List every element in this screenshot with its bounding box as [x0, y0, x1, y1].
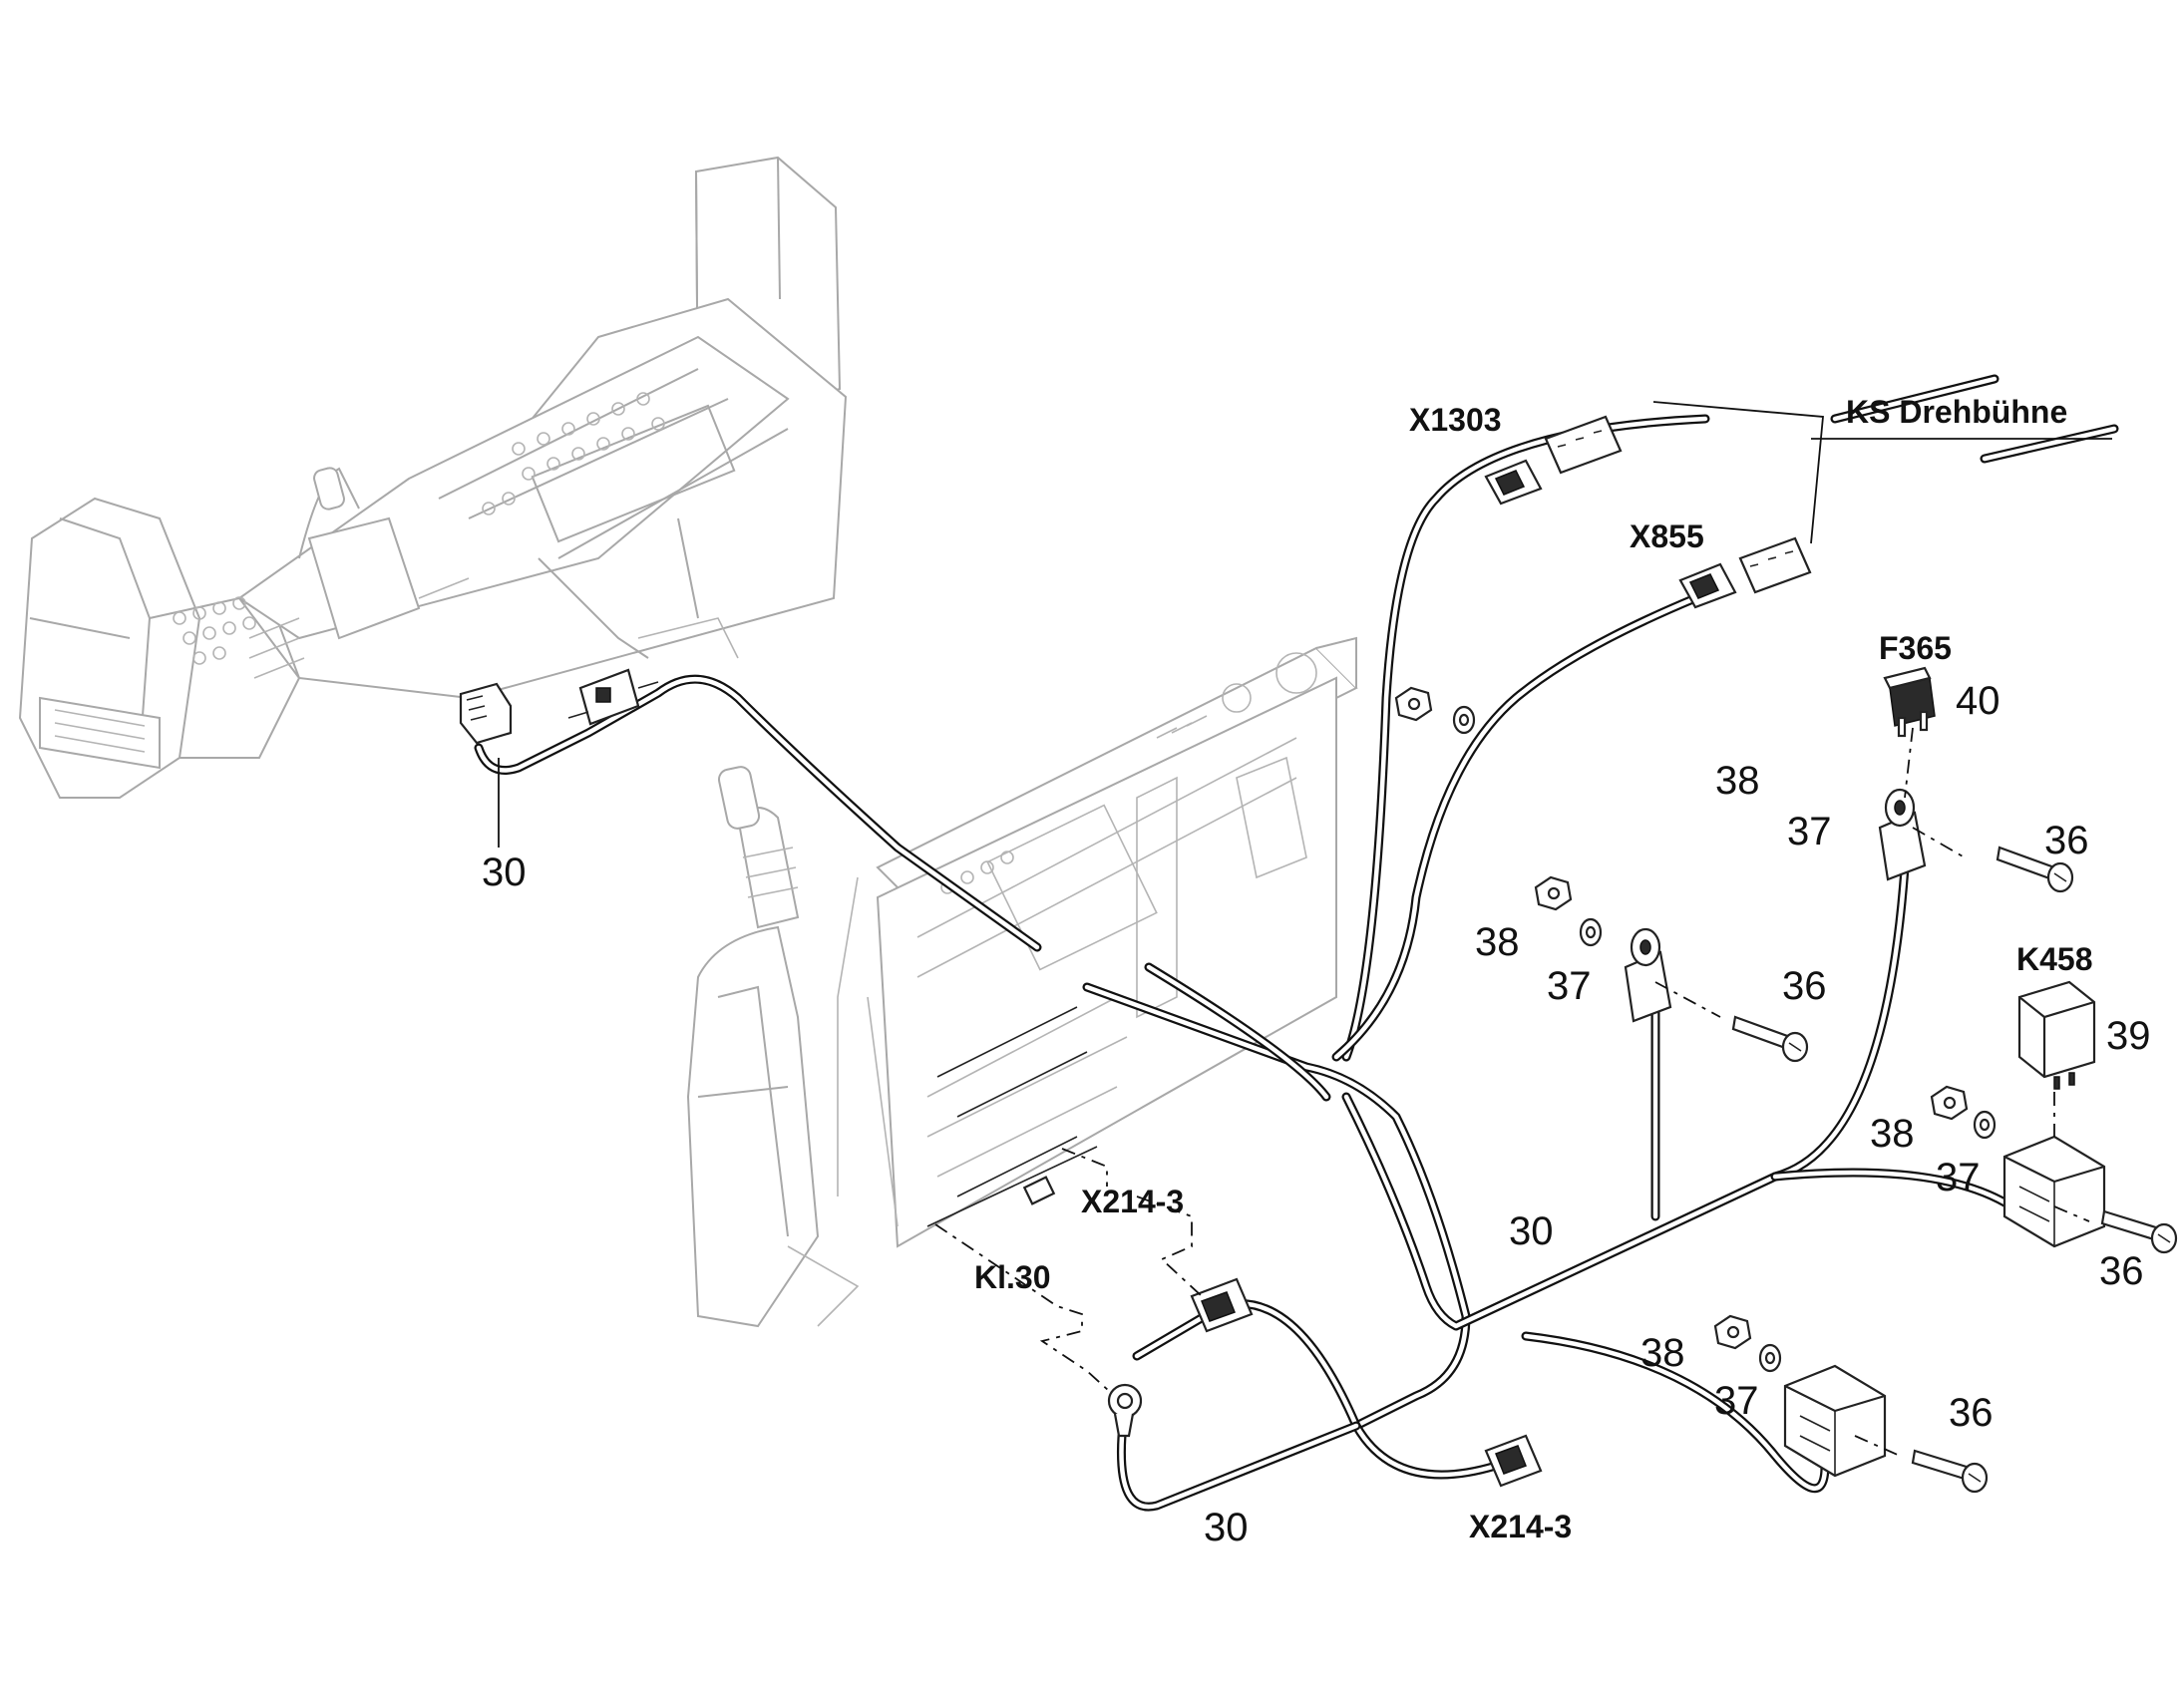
washer-4	[1758, 1343, 1782, 1373]
connector-x214-3-top	[1190, 1277, 1254, 1333]
ks-drehbuehne-plugs	[1544, 415, 1812, 594]
connector-x855	[1678, 562, 1737, 609]
label-item-36-3: 36	[2099, 1249, 2144, 1293]
label-item-36-2: 36	[1782, 964, 1827, 1008]
washer-3	[1973, 1110, 1997, 1140]
label-item-30-console: 30	[482, 851, 527, 894]
washer-1	[1452, 705, 1476, 735]
label-item-39: 39	[2106, 1014, 2151, 1058]
wiring-harness	[474, 374, 2119, 1512]
washer-2	[1579, 917, 1603, 947]
label-item-40: 40	[1956, 679, 2000, 723]
nut-3	[1930, 1085, 1969, 1121]
screw-1	[1996, 846, 2074, 893]
screw-4	[1911, 1449, 1989, 1494]
label-item-38-1: 38	[1715, 759, 1760, 803]
connector-x214-3-bottom	[1484, 1434, 1543, 1488]
connector-console-socket	[459, 668, 659, 745]
label-item-37-4: 37	[1714, 1379, 1759, 1423]
label-x214-3-bottom: X214-3	[1469, 1509, 1572, 1544]
ring-terminal-kl30	[1107, 1383, 1143, 1438]
label-kl30: Kl.30	[974, 1259, 1050, 1295]
label-item-37-1: 37	[1787, 810, 1832, 854]
label-ks-drehbuehne: KS Drehbühne	[1846, 394, 2067, 430]
label-x1303: X1303	[1409, 402, 1502, 438]
label-item-37-2: 37	[1547, 964, 1592, 1008]
control-panel-assembly	[686, 636, 1358, 1328]
label-item-36-4: 36	[1949, 1391, 1994, 1435]
screw-2	[1731, 1015, 1809, 1063]
label-x855: X855	[1630, 518, 1704, 554]
relay-k458	[2017, 980, 2096, 1090]
labels: X1303 KS Drehbühne X855 F365 K458 X214-3…	[482, 394, 2151, 1549]
label-f365: F365	[1879, 630, 1952, 666]
leader-lines	[498, 401, 2112, 1457]
label-item-38-2: 38	[1475, 920, 1520, 964]
label-item-38-4: 38	[1640, 1331, 1685, 1375]
fuse-holder	[1878, 788, 1927, 881]
relay-holder-right	[2002, 1135, 2106, 1248]
label-item-36-1: 36	[2044, 819, 2089, 862]
label-item-30-bottom: 30	[1204, 1506, 1249, 1549]
connector-x1303	[1484, 459, 1543, 506]
cable-clamp-mid	[1624, 927, 1672, 1023]
relay-holder-bottom	[1783, 1364, 1887, 1478]
label-item-30-mid: 30	[1509, 1209, 1554, 1253]
label-k458: K458	[2016, 941, 2093, 977]
operator-console-ghost	[18, 156, 848, 799]
nut-4	[1713, 1314, 1752, 1350]
nut-1	[1394, 686, 1433, 722]
fuse-f365	[1883, 666, 1936, 738]
label-item-37-3: 37	[1936, 1156, 1981, 1199]
screw-3	[2100, 1209, 2178, 1254]
label-item-38-3: 38	[1870, 1112, 1915, 1156]
label-x214-3-top: X214-3	[1081, 1184, 1184, 1219]
nut-2	[1534, 875, 1573, 911]
